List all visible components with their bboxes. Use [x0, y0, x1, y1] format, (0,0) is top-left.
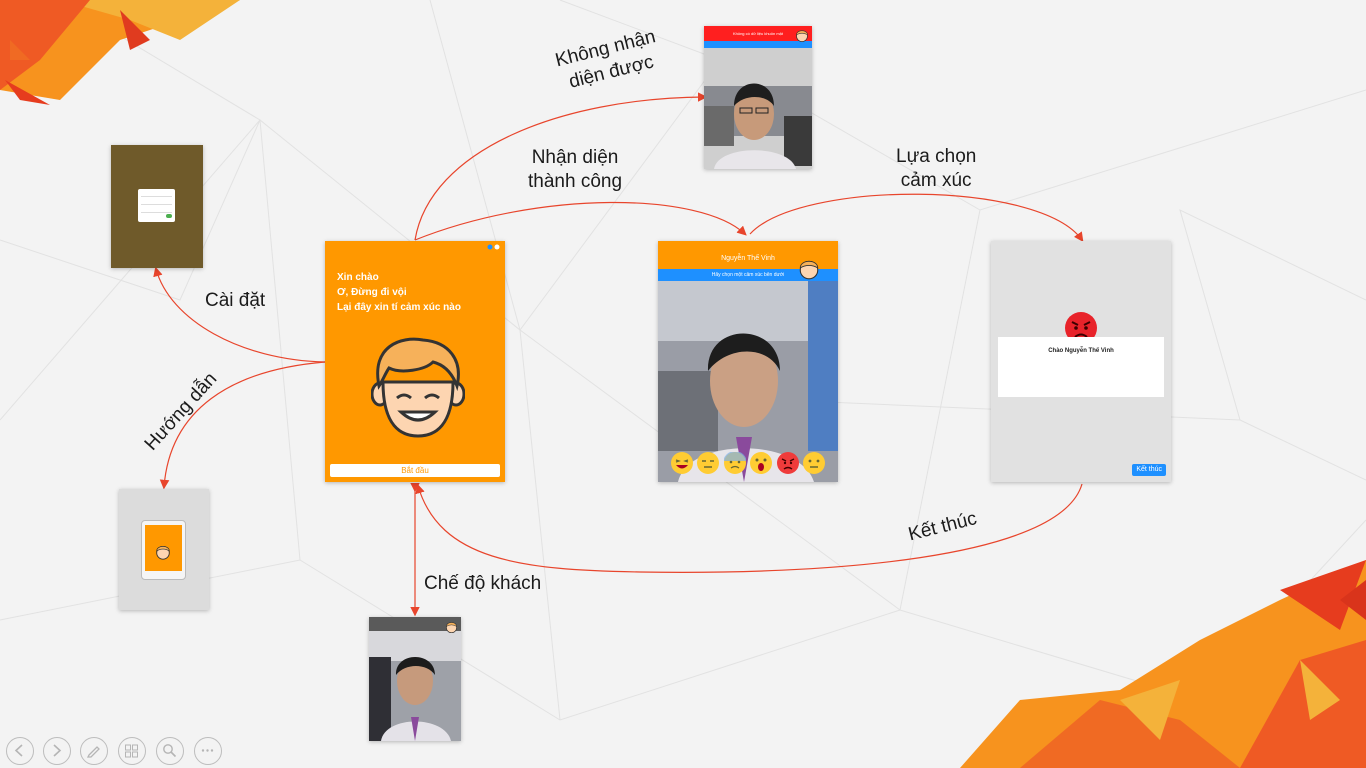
pen-icon[interactable]	[80, 737, 108, 765]
next-icon[interactable]	[43, 737, 71, 765]
avatar-icon	[796, 30, 808, 42]
status-bar	[329, 244, 501, 250]
home-screen: Xin chào Ơ, Đừng đi vội Lại đây xin tí c…	[325, 241, 505, 482]
arrow-not-recognized	[414, 92, 708, 241]
header-bar	[369, 617, 461, 631]
start-button[interactable]: Bắt đầu	[330, 464, 500, 477]
label-recognized: Nhận diện thành công	[528, 147, 623, 192]
arrow-finish	[415, 483, 1083, 573]
laughing-emoji-icon[interactable]	[670, 451, 694, 475]
settings-row[interactable]	[141, 197, 172, 205]
info-bar	[704, 41, 812, 48]
arrow-guide	[159, 361, 326, 490]
angry-emoji-icon	[1065, 312, 1097, 344]
smiling-face-illustration	[371, 337, 465, 438]
expressionless-emoji-icon[interactable]	[696, 451, 720, 475]
not-recognized-screen: Không có dữ liệu khuôn mặt	[704, 26, 812, 169]
camera-photo	[704, 26, 812, 169]
sad-emoji-icon[interactable]	[723, 451, 747, 475]
arrow-choose-emotion	[749, 193, 1084, 242]
settings-row[interactable]	[141, 189, 172, 197]
camera-photo	[658, 241, 838, 482]
error-header: Không có dữ liệu khuôn mặt	[704, 26, 812, 41]
slides-icon[interactable]	[118, 737, 146, 765]
mini-face-icon	[156, 546, 170, 560]
arrow-settings	[153, 266, 326, 363]
prev-icon[interactable]	[6, 737, 34, 765]
avatar-icon	[446, 622, 457, 634]
emotion-prompt: Hãy chọn một cảm xúc bên dưới	[658, 269, 838, 281]
settings-row[interactable]	[141, 205, 172, 213]
emoji-row	[670, 451, 826, 477]
arrow-recognized	[414, 201, 747, 241]
user-name: Nguyễn Thế Vinh	[721, 255, 775, 262]
more-icon[interactable]	[194, 737, 222, 765]
tablet-illustration	[141, 520, 186, 580]
toggle-switch[interactable]	[166, 214, 172, 218]
settings-screen	[111, 145, 203, 268]
surprised-emoji-icon[interactable]	[749, 451, 773, 475]
label-guest-mode: Chế độ khách	[424, 573, 542, 594]
avatar-icon	[799, 260, 819, 280]
result-card: Chào Nguyễn Thế Vinh	[998, 337, 1164, 397]
camera-photo	[369, 617, 461, 741]
guest-mode-screen	[369, 617, 461, 741]
greeting-text: Xin chào Ơ, Đừng đi vội Lại đây xin tí c…	[337, 272, 461, 313]
zoom-icon[interactable]	[156, 737, 184, 765]
choose-emotion-screen: Nguyễn Thế Vinh Hãy chọn một cảm xúc bên…	[658, 241, 838, 482]
result-title: Chào Nguyễn Thế Vinh	[1048, 348, 1114, 354]
guide-screen	[119, 489, 209, 610]
neutral-emoji-icon[interactable]	[802, 451, 826, 475]
settings-icon[interactable]	[487, 244, 501, 251]
label-choose-emotion: Lựa chọn cảm xúc	[896, 146, 977, 191]
angry-emoji-icon[interactable]	[776, 451, 800, 475]
finish-button[interactable]: Kết thúc	[1132, 464, 1166, 476]
result-screen: Chào Nguyễn Thế Vinh Kết thúc	[991, 241, 1171, 482]
header-bar: Nguyễn Thế Vinh	[658, 241, 838, 269]
settings-panel	[138, 189, 175, 222]
label-settings: Cài đặt	[205, 290, 266, 311]
